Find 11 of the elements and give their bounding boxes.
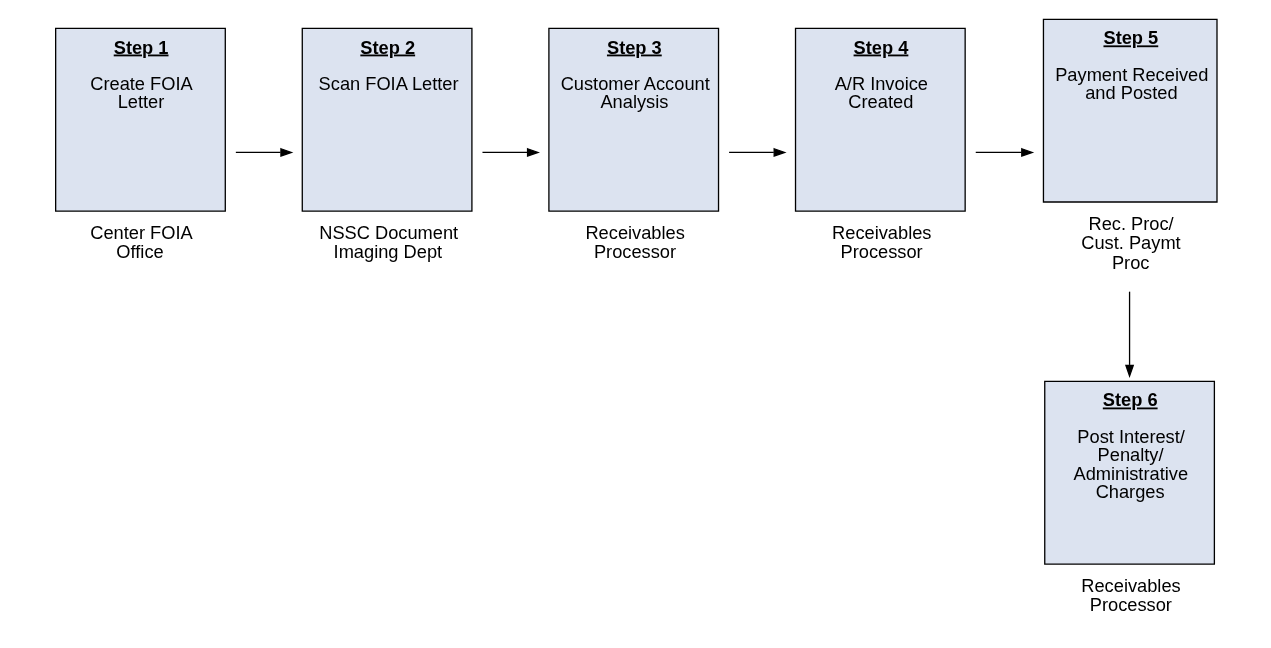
node-label: Receivables Processor: [831, 221, 931, 263]
node-label: Receivables Processor: [1080, 574, 1181, 616]
node-label: NSSC Document Imaging Dept: [318, 221, 458, 263]
arrow: [727, 147, 787, 157]
node-label: Receivables Processor: [584, 221, 685, 263]
arrow: [234, 147, 293, 157]
arrow: [481, 147, 540, 157]
arrow: [974, 147, 1034, 157]
node-label: Rec. Proc/ Cust. Paymt Proc: [1080, 212, 1181, 273]
node-label: Center FOIA Office: [89, 221, 193, 263]
arrow: [1124, 291, 1134, 378]
